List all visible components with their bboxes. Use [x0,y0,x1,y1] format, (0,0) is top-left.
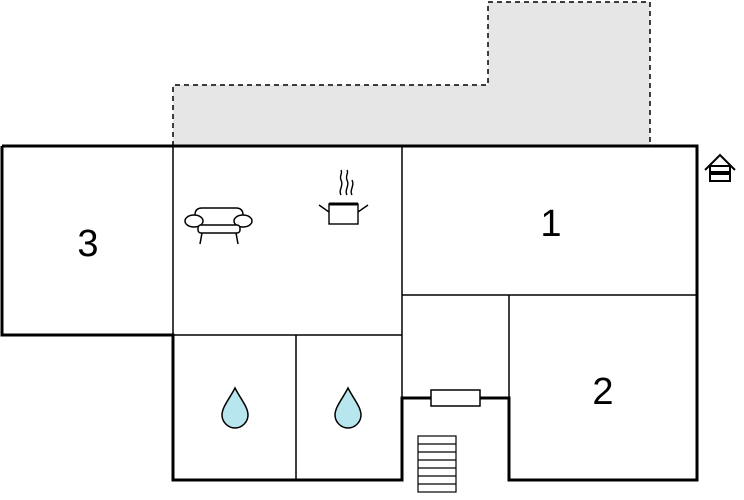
water-drop-icon [221,386,249,429]
room-2-label: 2 [592,371,613,413]
entrance-house-icon [704,153,736,182]
interior-walls [172,146,697,480]
water-drop-icon [334,386,362,429]
radiator-icon [402,389,509,407]
outer-walls [0,144,699,482]
room-1-label: 1 [540,203,561,245]
stairs-icon [417,435,457,493]
room-3-label: 3 [77,223,98,265]
terrace-area [172,1,651,147]
cooking-pot-icon [318,169,369,225]
sofa-icon [184,207,253,245]
